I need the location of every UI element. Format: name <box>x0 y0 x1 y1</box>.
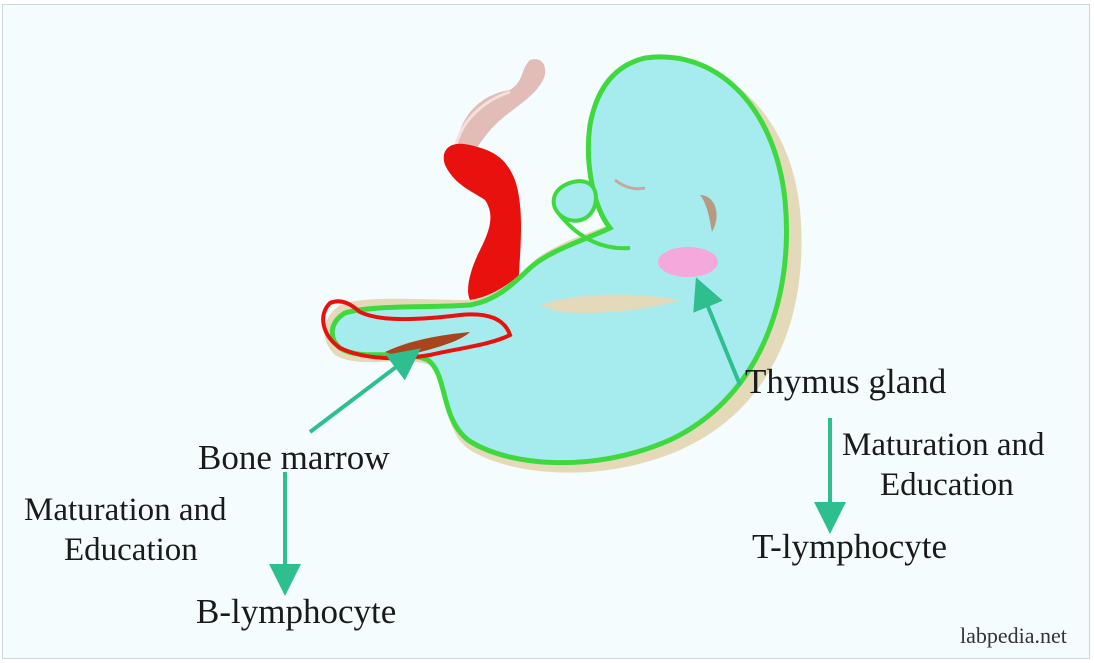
t-maturation-label-line1: Maturation and <box>842 427 1045 465</box>
b-maturation-label-line2: Education <box>64 532 198 570</box>
body <box>332 57 786 463</box>
bone-marrow-arrow <box>310 358 408 432</box>
watermark: labpedia.net <box>960 623 1067 648</box>
thymus-gland-label: Thymus gland <box>745 362 946 402</box>
thymus-icon <box>658 247 718 277</box>
hand <box>554 181 596 221</box>
t-maturation-label-line2: Education <box>880 467 1014 505</box>
t-lymphocyte-label: T-lymphocyte <box>752 527 947 567</box>
bone-marrow-label: Bone marrow <box>198 438 389 478</box>
b-lymphocyte-label: B-lymphocyte <box>196 592 396 632</box>
b-maturation-label-line1: Maturation and <box>24 492 227 530</box>
